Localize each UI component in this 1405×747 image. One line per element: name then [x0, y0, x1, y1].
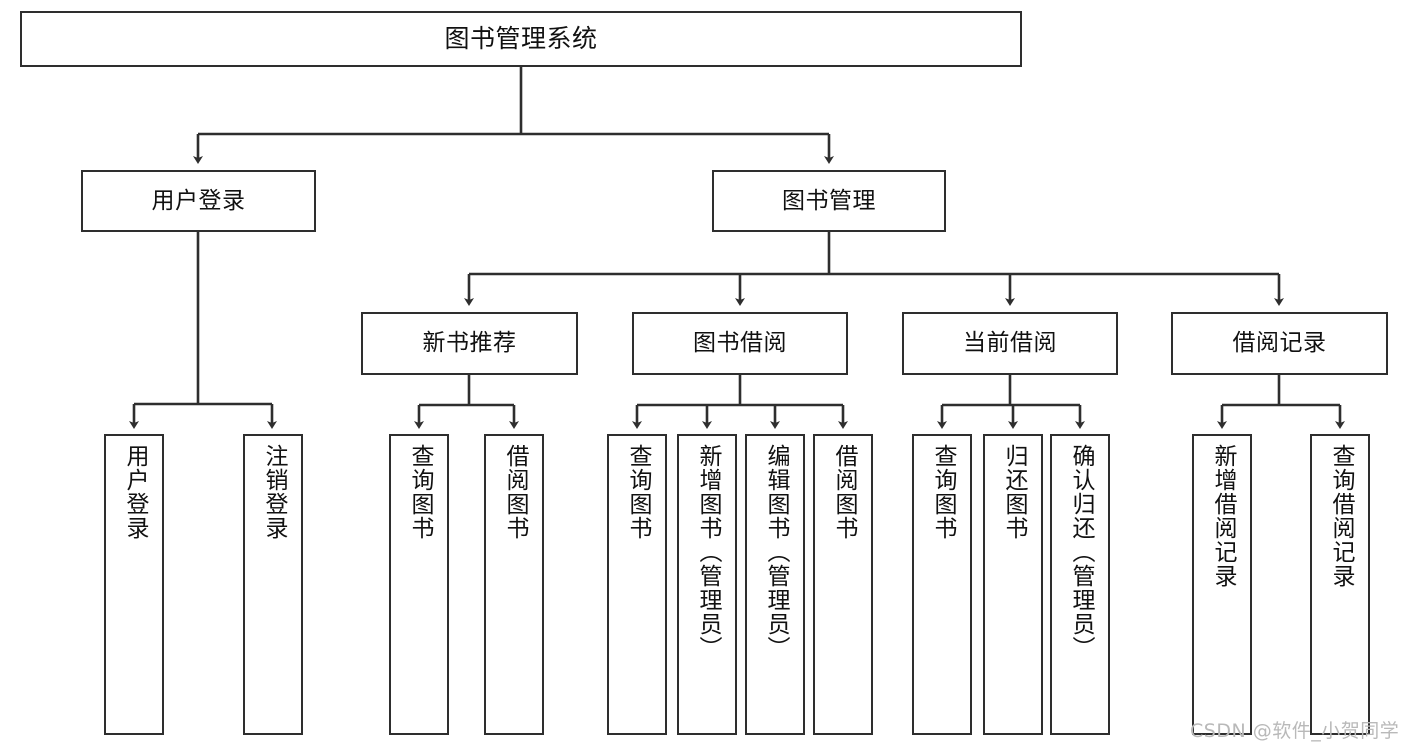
node-root-label: 图书管理系统	[444, 23, 598, 53]
watermark: CSDN @软件_小贺同学	[1190, 720, 1400, 742]
leaf-add-book-admin-label: 新增图书（管理员）	[694, 444, 721, 660]
node-current-borrow-label: 当前借阅	[963, 330, 1057, 357]
leaf-borrow-books[interactable]: 借阅图书	[813, 434, 873, 735]
node-book-borrow-label: 图书借阅	[693, 330, 787, 357]
leaf-user-login-label: 用户登录	[121, 444, 148, 540]
leaf-query-books-recommend-label: 查询图书	[406, 444, 433, 540]
leaf-query-books-current-label: 查询图书	[929, 444, 956, 540]
node-user-login[interactable]: 用户登录	[81, 170, 316, 232]
leaf-confirm-return-admin-label: 确认归还（管理员）	[1067, 444, 1094, 660]
node-root[interactable]: 图书管理系统	[20, 11, 1022, 67]
leaf-query-borrow-record[interactable]: 查询借阅记录	[1310, 434, 1370, 735]
leaf-add-book-admin[interactable]: 新增图书（管理员）	[677, 434, 737, 735]
leaf-borrow-books-label: 借阅图书	[830, 444, 857, 540]
leaf-logout-label: 注销登录	[260, 444, 287, 540]
node-borrow-record-label: 借阅记录	[1232, 330, 1327, 357]
node-new-book-recommend-label: 新书推荐	[422, 330, 517, 357]
leaf-add-borrow-record-label: 新增借阅记录	[1209, 444, 1236, 588]
leaf-query-borrow-record-label: 查询借阅记录	[1327, 444, 1354, 588]
leaf-confirm-return-admin[interactable]: 确认归还（管理员）	[1050, 434, 1110, 735]
node-book-management-label: 图书管理	[782, 187, 876, 214]
node-book-management[interactable]: 图书管理	[712, 170, 946, 232]
node-borrow-record[interactable]: 借阅记录	[1171, 312, 1388, 375]
leaf-query-books-current[interactable]: 查询图书	[912, 434, 972, 735]
leaf-return-books-label: 归还图书	[1000, 444, 1027, 540]
leaf-user-login[interactable]: 用户登录	[104, 434, 164, 735]
leaf-edit-book-admin[interactable]: 编辑图书（管理员）	[745, 434, 805, 735]
leaf-edit-book-admin-label: 编辑图书（管理员）	[762, 444, 789, 660]
leaf-query-books-recommend[interactable]: 查询图书	[389, 434, 449, 735]
leaf-query-books-borrow-label: 查询图书	[624, 444, 651, 540]
node-user-login-label: 用户登录	[151, 187, 246, 214]
leaf-query-books-borrow[interactable]: 查询图书	[607, 434, 667, 735]
node-current-borrow[interactable]: 当前借阅	[902, 312, 1118, 375]
node-book-borrow[interactable]: 图书借阅	[632, 312, 848, 375]
leaf-logout[interactable]: 注销登录	[243, 434, 303, 735]
leaf-borrow-books-recommend[interactable]: 借阅图书	[484, 434, 544, 735]
leaf-borrow-books-recommend-label: 借阅图书	[501, 444, 528, 540]
node-new-book-recommend[interactable]: 新书推荐	[361, 312, 578, 375]
leaf-return-books[interactable]: 归还图书	[983, 434, 1043, 735]
leaf-add-borrow-record[interactable]: 新增借阅记录	[1192, 434, 1252, 735]
